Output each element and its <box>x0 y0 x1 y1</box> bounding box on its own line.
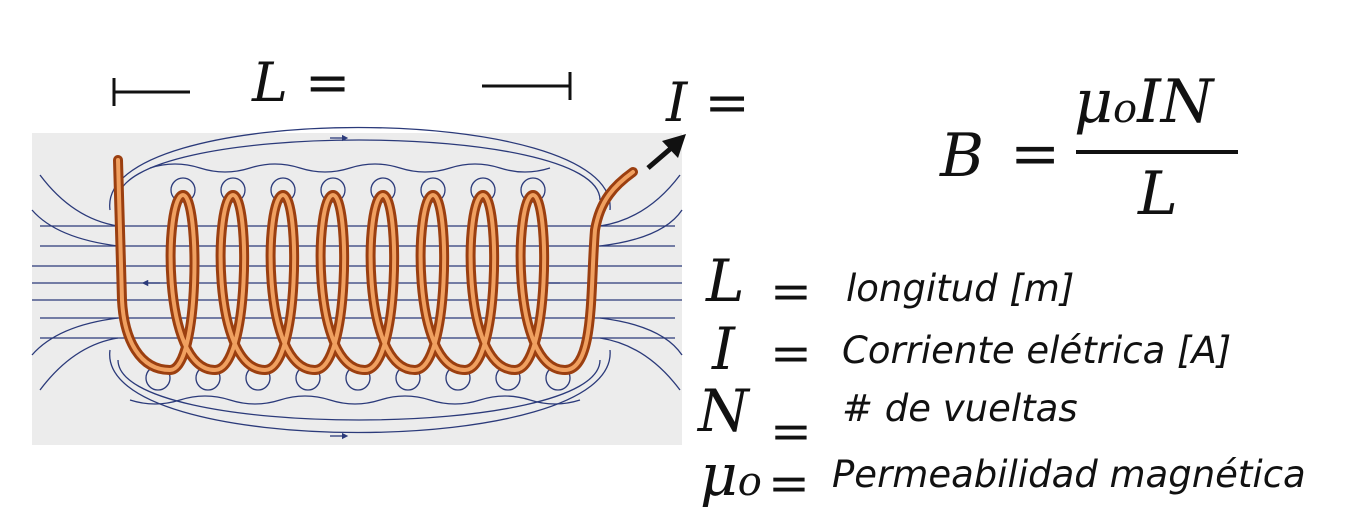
legend-symbol-mu: μo <box>700 441 762 509</box>
legend-description-n: # de vueltas <box>842 387 1078 430</box>
legend-symbol-n: N <box>698 377 749 445</box>
formula-lhs: B <box>940 126 984 186</box>
field-panel <box>32 133 682 445</box>
formula-equals: = <box>1010 119 1061 189</box>
legend-equals-i: = <box>770 324 812 382</box>
numerator-mu: μ <box>1074 67 1113 137</box>
numerator-in: IN <box>1137 67 1214 137</box>
legend-equals-mu: = <box>768 454 810 512</box>
formula-numerator: μoIN <box>1074 72 1213 132</box>
dimension-bracket-icon <box>112 72 572 106</box>
legend-symbol-i: I <box>712 315 735 383</box>
magnetic-field-lines <box>31 126 683 440</box>
legend-symbol-l: L <box>706 247 745 315</box>
length-label: L = <box>252 56 350 110</box>
length-symbol: L <box>252 51 288 114</box>
legend-description-i: Corriente elétrica [A] <box>842 329 1232 372</box>
formula-denominator: L <box>1138 159 1178 229</box>
legend-description-l: longitud [m] <box>846 267 1075 310</box>
arrow-up-right-icon <box>646 134 686 170</box>
legend-equals-n: = <box>770 402 812 460</box>
fraction-bar <box>1076 150 1238 154</box>
current-symbol: I <box>666 71 688 134</box>
numerator-subscript: o <box>1113 86 1138 132</box>
current-label: I = <box>666 76 750 130</box>
legend-equals-l: = <box>770 262 812 320</box>
legend-description-mu: Permeabilidad magnética <box>832 453 1306 496</box>
current-equals: = <box>704 71 750 134</box>
length-equals: = <box>305 51 351 114</box>
solenoid-coil <box>113 155 638 376</box>
formula-b-symbol: B <box>940 121 985 191</box>
